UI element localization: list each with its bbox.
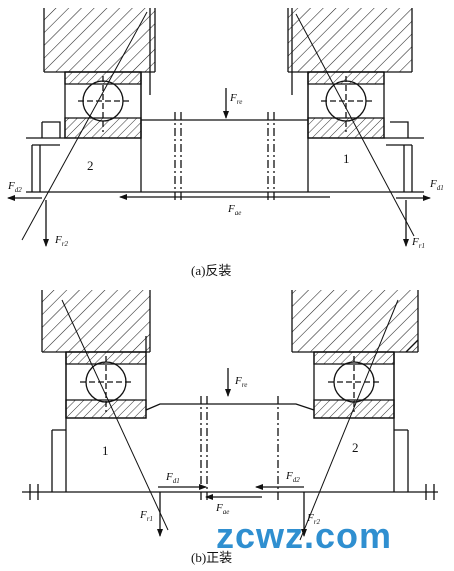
shaft-a (26, 112, 424, 200)
labels-a: 2 1 Fre Fae Fd2 Fd1 Fr2 Fr1 (a)反装 (7, 92, 444, 278)
fr2-label-b: Fr2 (306, 512, 320, 526)
fr1-label-b: Fr1 (139, 509, 153, 523)
labels-b: 1 2 Fre Fd1 Fd2 Fae Fr1 Fr2 (b)正装 (102, 375, 359, 565)
housing-right-b (291, 290, 419, 353)
housing-left-b (41, 290, 151, 353)
bearing-1-a (307, 71, 385, 192)
fae-label-b: Fae (215, 502, 229, 516)
bearing-label-2-a: 2 (87, 158, 94, 173)
fd2-label-b: Fd2 (285, 470, 300, 484)
fd1-label-b: Fd1 (165, 471, 180, 485)
bearing-label-1-b: 1 (102, 443, 109, 458)
watermark-logo: zcwz.com (216, 515, 392, 556)
bearing-2-a (64, 71, 142, 192)
fre-label-a: Fre (229, 92, 242, 106)
fr1-label-a: Fr1 (411, 236, 425, 250)
caption-a: (a)反装 (191, 263, 231, 278)
fae-label-a: Fae (227, 203, 241, 217)
bearing-label-1-a: 1 (343, 151, 350, 166)
fr2-label-a: Fr2 (54, 234, 68, 248)
bearing-2-b (313, 351, 395, 492)
shaft-b (22, 396, 438, 500)
bearing-1-b (65, 351, 147, 492)
panel-a (7, 8, 431, 247)
fd1-label-a: Fd1 (429, 178, 444, 192)
panel-b (22, 290, 438, 541)
caption-b: (b)正装 (191, 550, 232, 565)
bearing-label-2-b: 2 (352, 440, 359, 455)
fre-label-b: Fre (234, 375, 247, 389)
fd2-label-a: Fd2 (7, 180, 22, 194)
